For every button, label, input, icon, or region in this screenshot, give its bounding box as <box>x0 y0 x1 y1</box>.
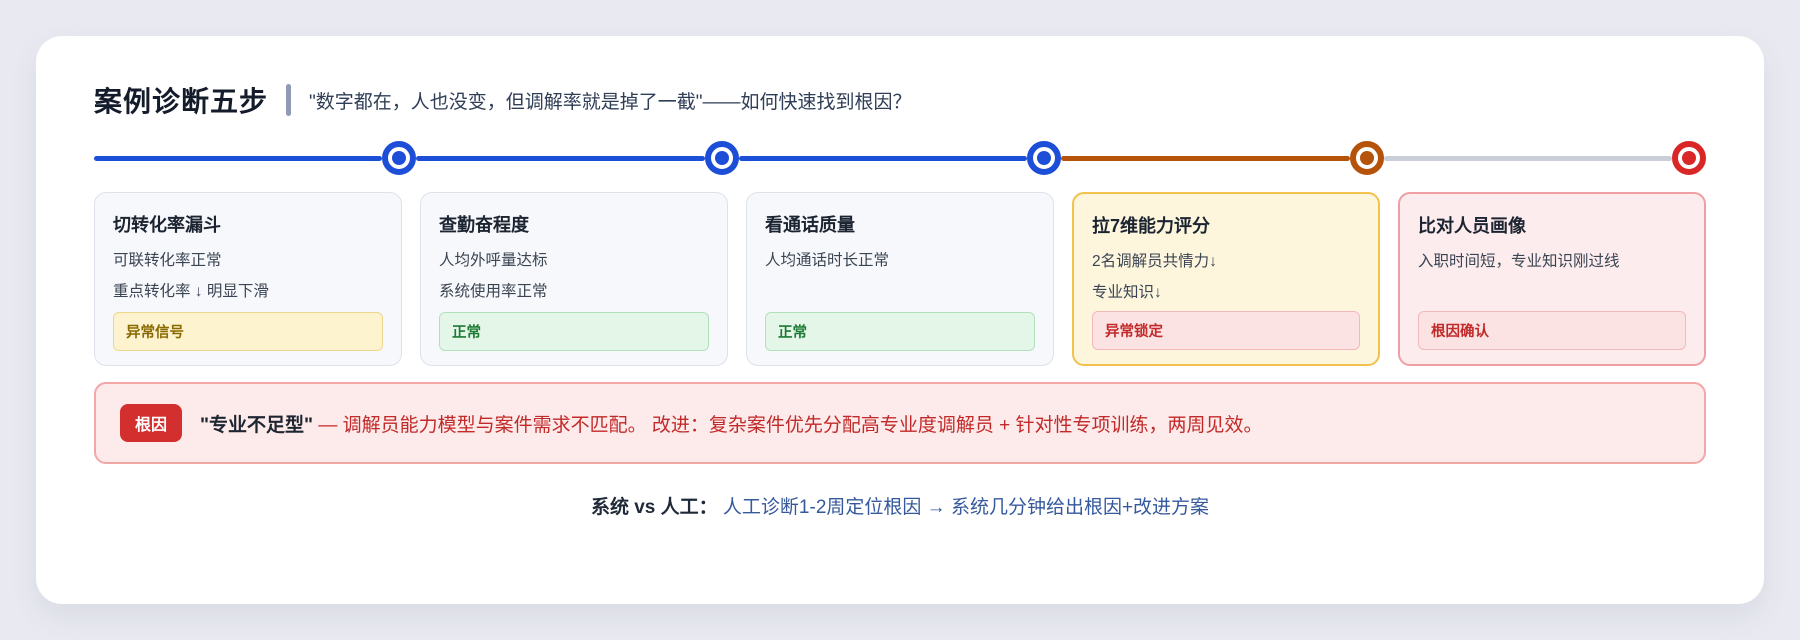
step-card-2: 查勤奋程度 人均外呼量达标 系统使用率正常 正常 <box>420 192 728 366</box>
root-cause-body: — 调解员能力模型与案件需求不匹配。 改进：复杂案件优先分配高专业度调解员 + … <box>313 414 1263 436</box>
timeline-node-3 <box>1027 141 1062 175</box>
timeline-node-dot <box>1037 151 1052 165</box>
timeline-line-1 <box>94 155 383 161</box>
step-detail-line: 重点转化率 ↓ 明显下滑 <box>113 283 269 300</box>
page-title: 案例诊断五步 <box>94 86 269 117</box>
root-cause-banner: 根因 "专业不足型" — 调解员能力模型与案件需求不匹配。 改进：复杂案件优先分… <box>94 382 1706 464</box>
title-divider <box>286 84 292 116</box>
timeline-node-2 <box>704 141 739 175</box>
step-status-badge: 正常 <box>765 312 1035 351</box>
step-detail-line: 可联转化率正常 <box>113 252 222 269</box>
timeline-segment-5 <box>1383 138 1707 178</box>
timeline-line-5 <box>1383 155 1673 161</box>
step-status-badge: 根因确认 <box>1418 311 1686 350</box>
root-cause-headline: "专业不足型" <box>200 414 314 436</box>
footer-label: 系统 vs 人工： <box>590 497 718 518</box>
step-detail-line: 入职时间短，专业知识刚过线 <box>1418 253 1620 270</box>
timeline-node-dot <box>1682 151 1697 165</box>
step-title: 比对人员画像 <box>1418 216 1526 236</box>
timeline-node-dot <box>392 151 407 165</box>
step-card-1: 切转化率漏斗 可联转化率正常 重点转化率 ↓ 明显下滑 异常信号 <box>94 192 402 366</box>
timeline-line-2 <box>416 155 705 161</box>
step-detail-line: 专业知识↓ <box>1092 284 1162 301</box>
timeline-node-dot <box>714 151 729 165</box>
step-detail-line: 人均通话时长正常 <box>765 252 890 269</box>
step-detail-line: 2名调解员共情力↓ <box>1092 253 1217 270</box>
step-status-badge: 异常锁定 <box>1092 311 1360 350</box>
timeline-line-4 <box>1061 155 1350 161</box>
timeline-node-1 <box>382 141 417 175</box>
step-title: 查勤奋程度 <box>439 215 529 235</box>
step-card-3: 看通话质量 人均通话时长正常 正常 <box>746 192 1054 366</box>
step-status-badge: 异常信号 <box>113 312 383 351</box>
step-status-badge: 正常 <box>439 312 709 351</box>
timeline-segment-3 <box>738 138 1062 178</box>
footer-comparison: 人工诊断1-2周定位根因 → 系统几分钟给出根因+改进方案 <box>722 497 1210 518</box>
timeline-node-4 <box>1349 141 1384 175</box>
step-detail-line: 人均外呼量达标 <box>439 252 548 269</box>
main-card: 案例诊断五步 "数字都在，人也没变，但调解率就是掉了一截"——如何快速找到根因？… <box>36 36 1764 604</box>
timeline-node-5 <box>1672 141 1707 175</box>
step-card-4: 拉7维能力评分 2名调解员共情力↓ 专业知识↓ 异常锁定 <box>1072 192 1380 366</box>
root-cause-pill: 根因 <box>120 404 183 442</box>
timeline-segment-4 <box>1061 138 1384 178</box>
timeline-node-dot <box>1359 151 1374 165</box>
timeline-segment-1 <box>94 138 417 178</box>
step-title: 切转化率漏斗 <box>113 215 221 235</box>
footer-note: 系统 vs 人工： 人工诊断1-2周定位根因 → 系统几分钟给出根因+改进方案 <box>94 492 1706 519</box>
header: 案例诊断五步 "数字都在，人也没变，但调解率就是掉了一截"——如何快速找到根因？ <box>94 80 1706 120</box>
subtitle-quote: "数字都在，人也没变，但调解率就是掉了一截"——如何快速找到根因？ <box>309 91 912 113</box>
step-detail-line: 系统使用率正常 <box>439 283 548 300</box>
step-title: 拉7维能力评分 <box>1092 216 1211 236</box>
step-title: 看通话质量 <box>765 215 855 235</box>
step-cards: 切转化率漏斗 可联转化率正常 重点转化率 ↓ 明显下滑 异常信号 查勤奋程度 人… <box>94 192 1706 366</box>
timeline-line-3 <box>738 155 1028 161</box>
root-cause-text: "专业不足型" — 调解员能力模型与案件需求不匹配。 改进：复杂案件优先分配高专… <box>200 410 1263 437</box>
timeline-segment-2 <box>416 138 739 178</box>
timeline <box>94 138 1707 178</box>
step-card-5: 比对人员画像 入职时间短，专业知识刚过线 根因确认 <box>1398 192 1706 366</box>
